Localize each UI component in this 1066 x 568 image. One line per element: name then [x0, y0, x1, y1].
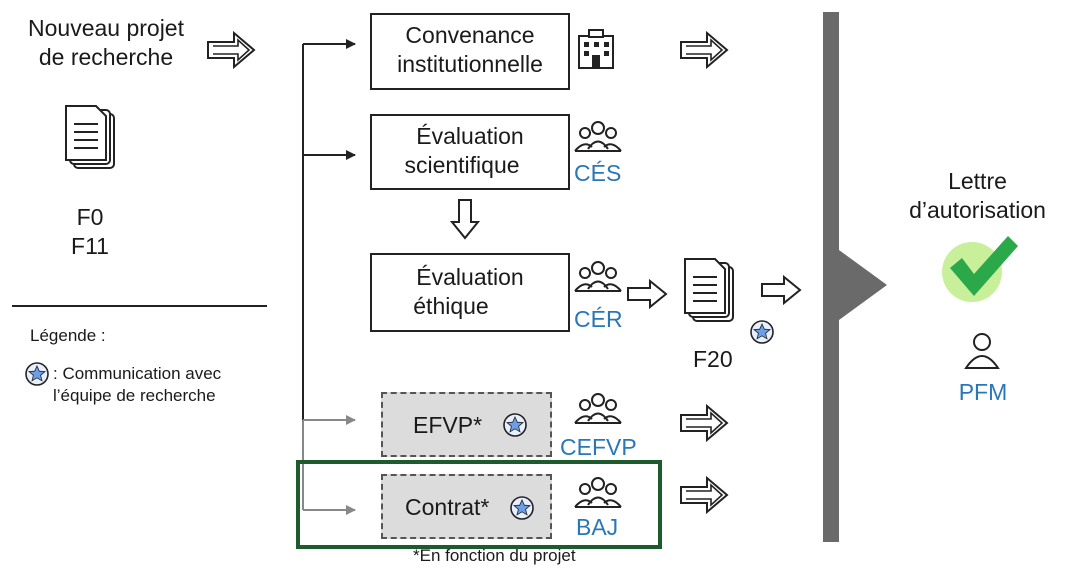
ethique-line1: Évaluation	[416, 264, 524, 290]
f20-out-arrow	[761, 276, 801, 304]
start-arrow	[207, 32, 255, 68]
communication-star-icon	[510, 496, 534, 520]
result-owner: PFM	[958, 379, 1008, 405]
ethique-line2: éthique	[413, 293, 489, 319]
checkmark-icon	[942, 236, 1018, 302]
gate-bar	[823, 12, 839, 542]
convenance-line1: Convenance	[405, 22, 535, 48]
result-label: Lettre d’autorisation	[890, 167, 1065, 225]
cefvp-people-icon	[574, 393, 622, 424]
forms-label: F0 F11	[60, 203, 120, 261]
step-convenance: Convenance institutionnelle	[370, 13, 570, 90]
communication-star-icon	[750, 320, 774, 344]
committee-baj: BAJ	[576, 514, 619, 540]
form-f11: F11	[71, 233, 109, 259]
footnote: *En fonction du projet	[413, 546, 576, 565]
efvp-out-arrow	[680, 405, 728, 441]
gate-pointer	[839, 250, 887, 320]
communication-star-icon	[503, 413, 527, 437]
highlight-frame	[296, 460, 662, 549]
ces-people-icon	[574, 121, 622, 152]
ethique-out-arrow	[627, 280, 667, 308]
f20-document-icon	[684, 258, 734, 322]
convenance-line2: institutionnelle	[397, 51, 543, 77]
efvp-label: EFVP*	[413, 412, 483, 438]
scientifique-line2: scientifique	[404, 152, 520, 178]
start-label: Nouveau projet de recherche	[8, 14, 204, 72]
start-line1: Nouveau projet	[28, 15, 184, 41]
result-line1: Lettre	[948, 168, 1007, 194]
committee-cefvp: CEFVP	[560, 434, 637, 460]
step-ethique: Évaluation éthique	[370, 253, 570, 332]
legend-title: Légende :	[30, 326, 106, 345]
legend-desc-line1: : Communication avec	[53, 364, 222, 383]
scientifique-line1: Évaluation	[416, 123, 524, 149]
committee-ces: CÉS	[574, 160, 622, 186]
cer-people-icon	[574, 261, 622, 292]
legend-desc-line2: l’équipe de recherche	[53, 386, 216, 405]
committee-cer: CÉR	[574, 306, 623, 332]
legend-star-icon	[25, 362, 49, 386]
legend-description: : Communication avec l’équipe de recherc…	[53, 363, 221, 407]
form-f20: F20	[693, 346, 733, 372]
contrat-out-arrow	[680, 477, 728, 513]
contrat-label: Contrat*	[405, 494, 490, 520]
convenance-out-arrow	[680, 32, 728, 68]
form-f0: F0	[76, 204, 104, 230]
start-line2: de recherche	[38, 44, 174, 70]
person-icon	[964, 333, 1000, 369]
step-scientifique: Évaluation scientifique	[370, 114, 570, 190]
document-icon	[65, 105, 115, 169]
result-line2: d’autorisation	[909, 197, 1046, 223]
baj-people-icon	[574, 477, 622, 508]
down-arrow	[449, 199, 481, 240]
building-icon	[578, 29, 614, 69]
